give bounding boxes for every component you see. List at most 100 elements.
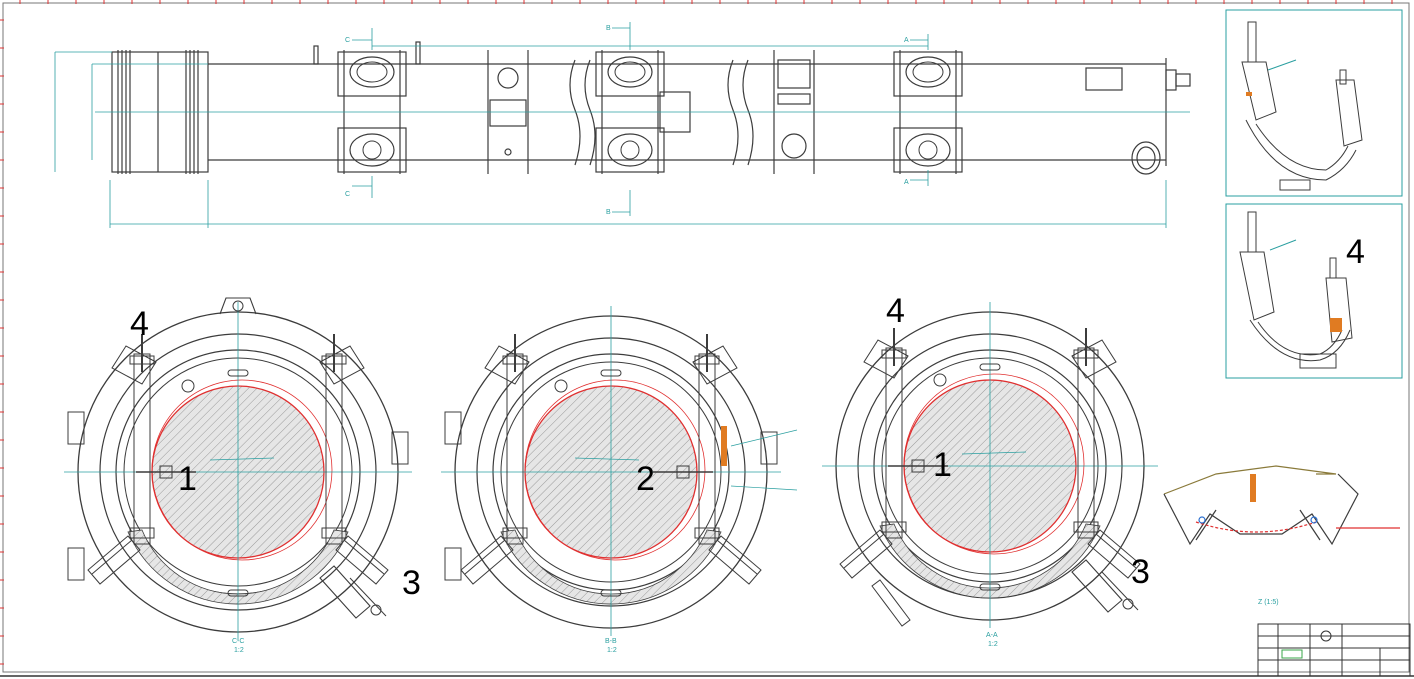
screw-block: [159, 465, 173, 479]
bolt-nut: [1073, 349, 1099, 359]
lower-bracket-arm: [708, 535, 762, 585]
iso-view-lower: [1225, 203, 1403, 379]
section-scale-aa: 1:2: [988, 641, 998, 648]
section-name-aa: A-A: [986, 632, 998, 639]
bottom-slot: [979, 583, 1001, 591]
bottom-slot: [600, 589, 622, 597]
detail-z-label: Z (1:5): [1258, 599, 1279, 606]
leader-line: [209, 457, 275, 461]
clamp-rod-right: [325, 353, 343, 545]
section-scale-bb: 1:2: [607, 647, 617, 654]
bracket-edge: [843, 533, 885, 569]
lower-bracket-arm: [839, 529, 893, 579]
upper-bracket: [484, 345, 530, 385]
bracket-edge: [91, 539, 133, 575]
callout-aa-3: 3: [1131, 553, 1150, 591]
lower-bracket-arm: [335, 535, 389, 585]
leader-line: [730, 429, 798, 447]
lower-iso-wedge: [1330, 318, 1342, 332]
side-roller: [67, 547, 85, 581]
side-roller: [760, 431, 778, 465]
inspection-hole: [181, 379, 195, 393]
cut-letter-a-top: A: [904, 37, 909, 44]
actuator-body: [1071, 559, 1123, 613]
iso-view-upper: [1225, 9, 1403, 197]
actuator-rod: [349, 577, 387, 617]
top-slot: [600, 369, 622, 377]
bolt-nut: [881, 349, 907, 359]
lower-bracket-arm: [87, 535, 141, 585]
callout-cc-3: 3: [402, 564, 421, 602]
actuator-pivot: [370, 604, 382, 616]
section-cut-letters: C C B B A A: [345, 25, 909, 216]
orange-wedge: [721, 426, 727, 466]
bracket-edge: [343, 539, 385, 575]
clamp-rod-left: [885, 347, 903, 539]
upper-bracket: [863, 339, 909, 379]
clamp-rod-left: [506, 353, 524, 545]
cut-letter-b-top: B: [606, 25, 611, 32]
clamp-rod-left: [133, 353, 151, 545]
callout-aa-1: 1: [933, 446, 952, 484]
section-view-aa: [822, 302, 1158, 628]
upper-bracket: [111, 345, 157, 385]
cut-letter-b-bottom: B: [606, 209, 611, 216]
callout-cc-4: 4: [130, 305, 149, 343]
callout-aa-4: 4: [886, 292, 905, 330]
inspection-hole: [554, 379, 568, 393]
bolt-nut: [321, 355, 347, 365]
actuator-body: [319, 565, 371, 619]
section-scale-cc: 1:2: [234, 647, 244, 654]
detail-z-view: [1163, 465, 1400, 546]
lug-hole: [232, 300, 244, 312]
lower-hatched-segment: [127, 529, 349, 605]
lower-bracket: [694, 527, 720, 539]
lower-bracket: [502, 527, 528, 539]
cut-letter-c-bottom: C: [345, 191, 350, 198]
lifting-lug: [219, 297, 257, 315]
screw-block: [676, 465, 690, 479]
core-offset-outline: [903, 373, 1085, 555]
sheet-edge-ticks: [0, 0, 1393, 665]
upper-bracket: [1071, 339, 1117, 379]
elevation-dimensions: [54, 22, 1190, 228]
section-name-bb: B-B: [605, 638, 617, 645]
upper-iso-wedge: [1246, 92, 1252, 96]
support-leg: [871, 579, 911, 627]
callout-iso-lower-4: 4: [1346, 233, 1365, 271]
lower-hatched-segment: [879, 523, 1101, 599]
cut-letter-c-top: C: [345, 37, 350, 44]
lower-bracket-arm: [1087, 529, 1141, 579]
side-elevation-view: [111, 41, 1191, 175]
core-offset-outline: [151, 379, 333, 561]
bolt-nut: [502, 355, 528, 365]
lower-hatched-segment: [500, 529, 722, 605]
upper-bracket: [692, 345, 738, 385]
leader-line: [961, 451, 1027, 455]
side-roller: [67, 411, 85, 445]
bracket-edge: [464, 539, 506, 575]
callout-bb-2: 2: [636, 460, 655, 498]
top-slot: [979, 363, 1001, 371]
lower-bracket: [881, 521, 907, 533]
section-view-cc: [64, 297, 412, 640]
bottom-slot: [227, 589, 249, 597]
lower-bracket-arm: [460, 535, 514, 585]
core-offset-outline: [524, 379, 706, 561]
actuator-rod: [1101, 571, 1139, 611]
lower-bracket: [1073, 521, 1099, 533]
section-name-cc: C-C: [232, 638, 244, 645]
bracket-edge: [1095, 533, 1137, 569]
side-roller: [444, 411, 462, 445]
leader-line: [730, 485, 798, 491]
lower-bracket: [321, 527, 347, 539]
section-view-bb: [441, 306, 798, 636]
bolt-nut: [694, 355, 720, 365]
upper-bracket: [319, 345, 365, 385]
callout-cc-1: 1: [178, 460, 197, 498]
title-block: [1257, 623, 1411, 677]
clamp-rod-right: [1077, 347, 1095, 539]
side-roller: [391, 431, 409, 465]
